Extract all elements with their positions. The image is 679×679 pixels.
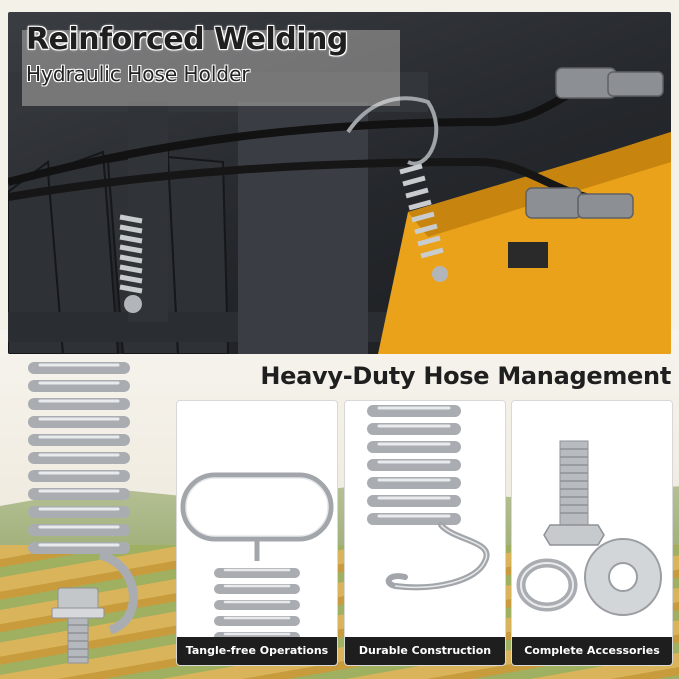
feature-label: Tangle-free Operations bbox=[177, 637, 337, 665]
feature-label: Durable Construction bbox=[345, 637, 505, 665]
feature-card-durable: Durable Construction bbox=[344, 400, 506, 666]
feature-label: Complete Accessories bbox=[512, 637, 672, 665]
large-spring-image bbox=[28, 362, 138, 664]
bolt-washer-nut-icon bbox=[516, 440, 662, 616]
page-title: Reinforced Welding bbox=[26, 22, 348, 57]
section-heading: Heavy-Duty Hose Management bbox=[260, 362, 671, 390]
title-backdrop bbox=[22, 30, 400, 106]
page-subtitle: Hydraulic Hose Holder bbox=[26, 62, 250, 86]
machinery-illustration bbox=[8, 67, 671, 354]
feature-card-accessories: Complete Accessories bbox=[511, 400, 673, 666]
hose-holder-photo bbox=[8, 12, 671, 354]
feature-card-tangle-free: Tangle-free Operations bbox=[176, 400, 338, 666]
loop-hook-spring-icon bbox=[180, 472, 334, 642]
j-hook-spring-icon bbox=[367, 405, 490, 591]
